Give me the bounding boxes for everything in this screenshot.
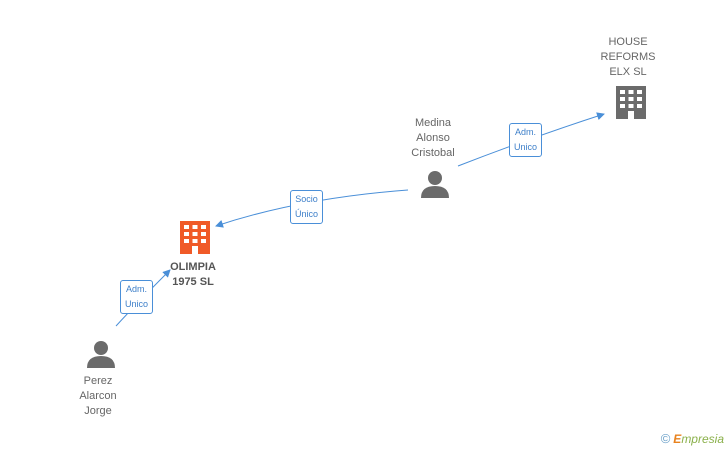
brand-watermark: ©Empresia [661,431,724,446]
company-building-icon [180,221,210,254]
role-badge-line: Adm. [126,284,148,294]
person-name-line: Jorge [84,405,112,417]
company-name-line: HOUSE [608,36,648,48]
company-label-house-reforms[interactable]: HOUSE REFORMS ELX SL [583,35,673,80]
person-label-perez[interactable]: Perez Alarcon Jorge [53,374,143,419]
role-badge-line: Único [295,209,319,219]
role-badge-adm-unico[interactable]: Adm. Unico [120,280,154,314]
role-badge-line: Socio [295,194,318,204]
brand-name: mpresia [681,432,724,446]
person-icon [87,341,115,368]
role-badge-adm-unico[interactable]: Adm. Unico [509,123,543,157]
person-label-medina[interactable]: Medina Alonso Cristobal [388,116,478,161]
person-name-line: Cristobal [411,147,455,159]
brand-logo-letter: E [673,432,682,446]
person-name-line: Perez [83,375,113,387]
person-name-line: Medina [414,117,452,129]
role-badge-line: Unico [514,142,538,152]
role-badge-line: Adm. [515,127,537,137]
company-name-line: 1975 SL [172,276,214,288]
role-badge-socio-unico[interactable]: Socio Único [290,190,324,224]
company-name-line: OLIMPIA [170,261,216,273]
company-building-icon [616,86,646,119]
person-name-line: Alarcon [79,390,117,402]
role-badge-line: Unico [125,299,149,309]
company-label-olimpia[interactable]: OLIMPIA 1975 SL [148,260,238,290]
company-name-line: ELX SL [609,66,647,78]
copyright-icon: © [660,431,671,446]
person-icon [421,171,449,198]
company-name-line: REFORMS [600,51,656,63]
person-name-line: Alonso [416,132,450,144]
